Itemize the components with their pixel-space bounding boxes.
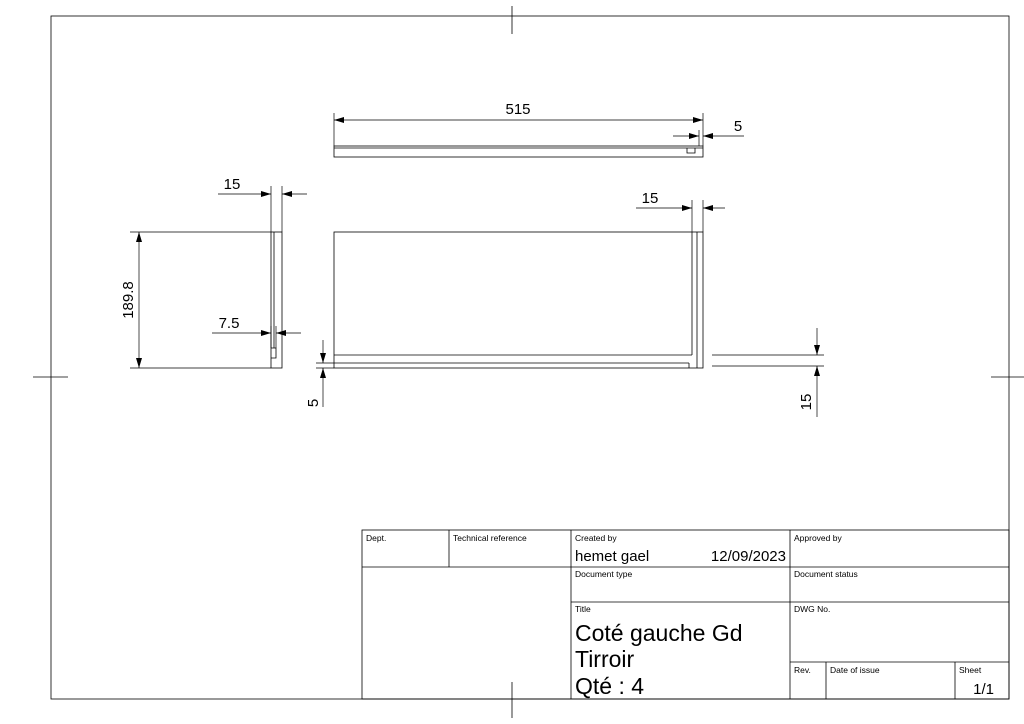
approved-by-label: Approved by (794, 533, 842, 543)
dim-left-groove (212, 326, 301, 348)
title-line-1: Coté gauche Gd (575, 620, 743, 646)
sheet-value: 1/1 (973, 681, 994, 698)
front-view (333, 231, 704, 369)
created-by-label: Created by (575, 533, 617, 543)
dim-bottom-groove-label: 5 (305, 399, 322, 407)
title-label: Title (575, 604, 591, 614)
title-line-2: Tirroir (575, 646, 635, 672)
title-block (361, 529, 1010, 700)
document-status-label: Document status (794, 569, 858, 579)
dim-left-groove-label: 7.5 (219, 315, 240, 332)
title-line-3: Qté : 4 (575, 673, 644, 699)
rev-label: Rev. (794, 665, 811, 675)
document-type-label: Document type (575, 569, 632, 579)
date-of-issue-label: Date of issue (830, 665, 880, 675)
dim-left-thickness (218, 186, 307, 232)
dim-left-height (130, 231, 271, 369)
dim-bottom-groove (316, 340, 334, 407)
dim-top-groove-label: 5 (734, 118, 742, 135)
dim-right-thickness (712, 328, 824, 417)
dim-front-thickness-label: 15 (642, 190, 659, 207)
technical-reference-label: Technical reference (453, 533, 527, 543)
dim-right-thickness-label: 15 (798, 394, 815, 411)
dim-top-length-label: 515 (505, 101, 530, 118)
sheet-label: Sheet (959, 665, 982, 675)
dim-left-thickness-label: 15 (224, 176, 241, 193)
dim-top-length (333, 113, 704, 146)
dim-left-height-label: 189.8 (120, 281, 137, 319)
left-view (270, 231, 283, 369)
dwg-no-label: DWG No. (794, 604, 830, 614)
created-date-value: 12/09/2023 (711, 548, 786, 565)
dim-top-groove (673, 130, 744, 146)
dim-front-thickness (636, 200, 725, 232)
created-by-value: hemet gael (575, 548, 649, 565)
top-view (333, 145, 704, 158)
dept-label: Dept. (366, 533, 386, 543)
